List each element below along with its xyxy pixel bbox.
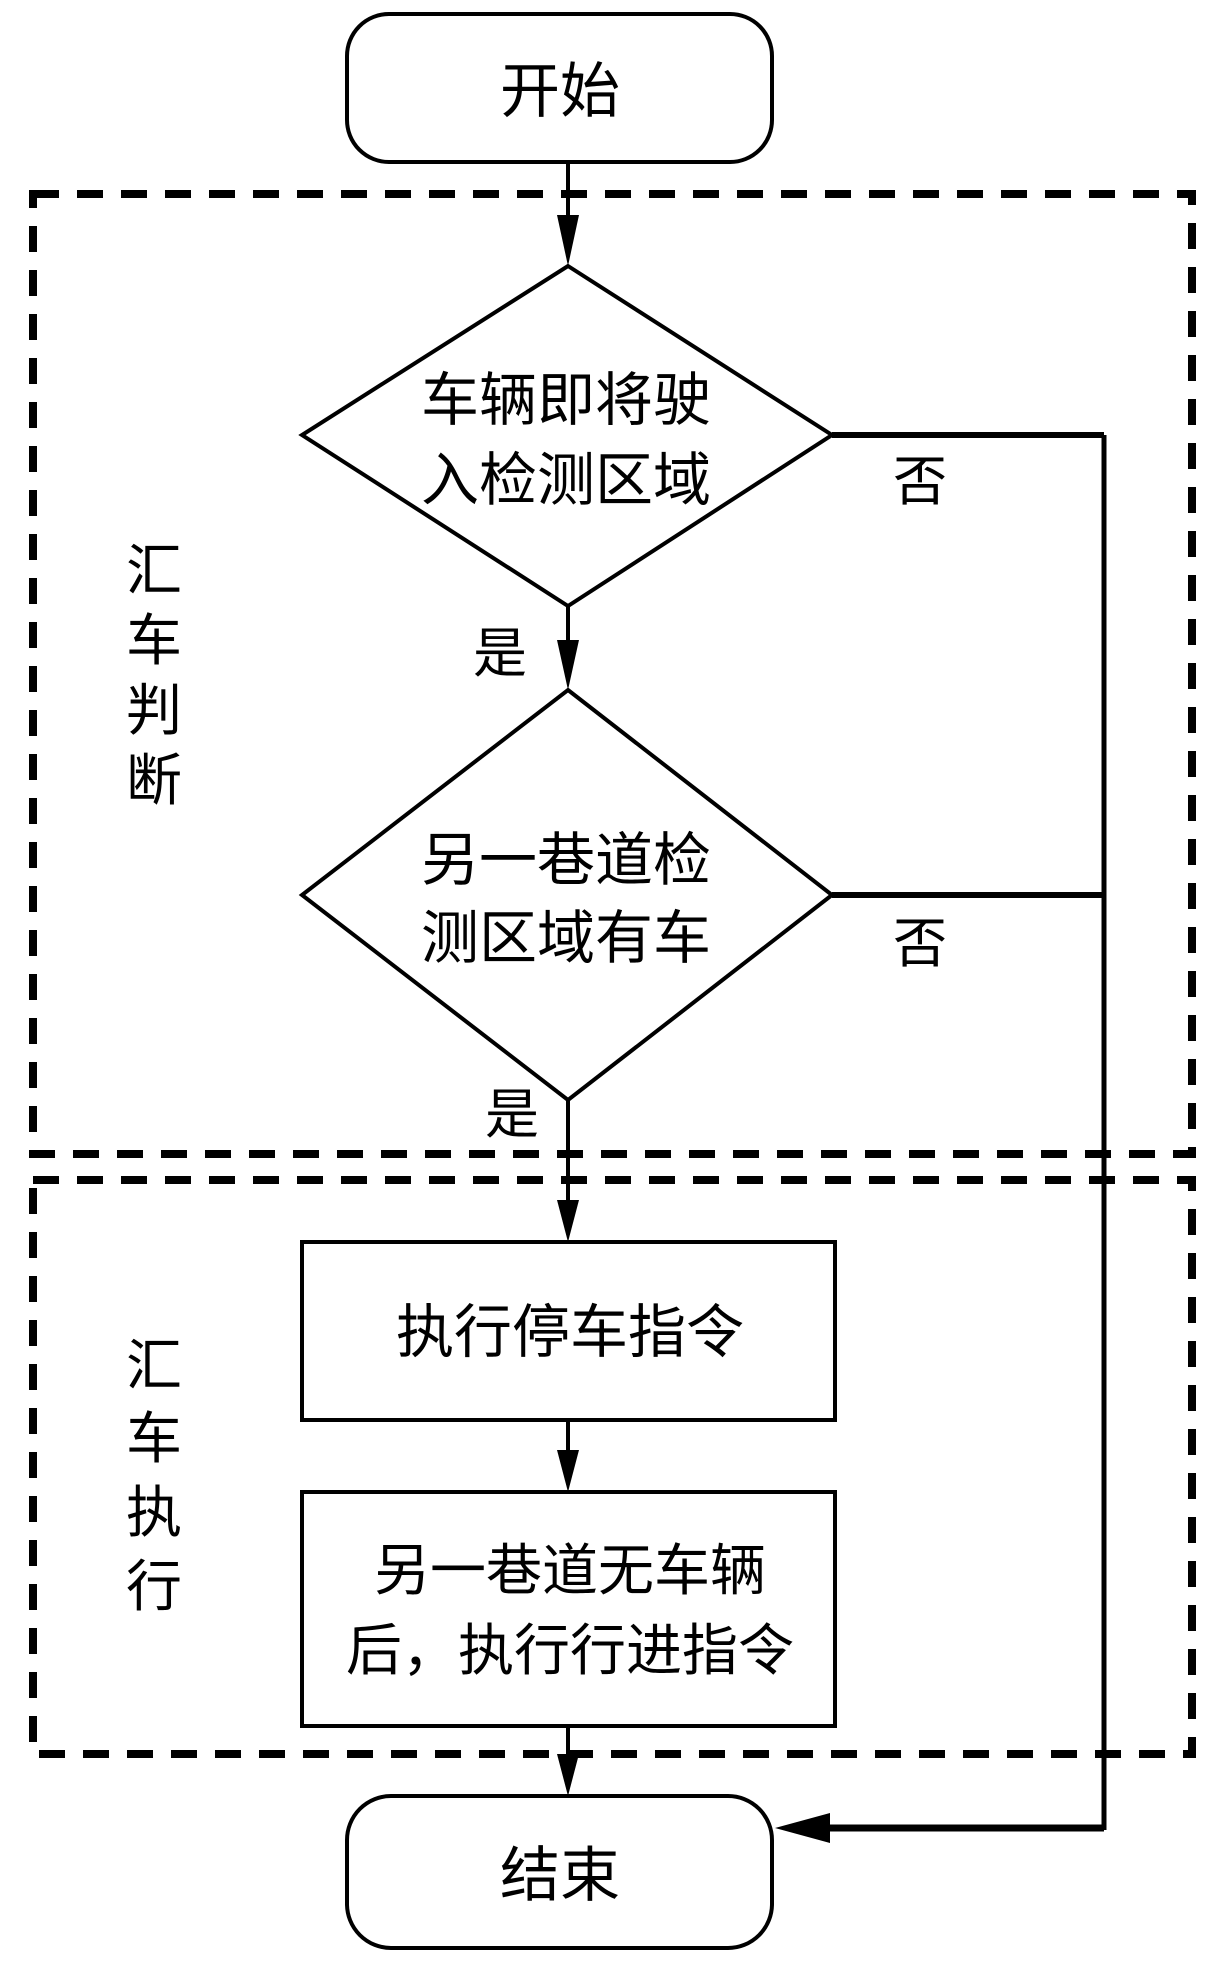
decision1-line1: 车辆即将驶 [421,366,711,434]
group-judge-char: 车 [126,609,182,674]
group-judge-char: 判 [126,679,182,744]
arrowhead-icon [557,1200,579,1242]
group-judge-char: 断 [126,749,182,814]
start-terminal [345,12,774,164]
start-label: 开始 [500,57,620,127]
group-execute-box [29,1176,1196,1758]
group-execute-char: 汇 [126,1334,182,1399]
d2-no-label: 否 [893,912,947,975]
decision2-line2: 测区域有车 [421,904,711,972]
decision2-line1: 另一巷道检 [421,826,711,894]
process1-label: 执行停车指令 [396,1298,744,1366]
process2-box [300,1490,837,1728]
arrowhead-icon [557,1450,579,1492]
process2-line1: 另一巷道无车辆 [374,1539,766,1604]
decision2-diamond [298,687,836,1103]
group-judge-char: 汇 [126,539,182,604]
process2-line2: 后，执行行进指令 [346,1619,794,1684]
group-execute-char: 行 [126,1555,182,1620]
arrowhead-icon [775,1813,830,1843]
decision1-diamond [298,263,836,609]
decision1-line2: 入检测区域 [421,446,711,514]
group-execute-char: 执 [126,1481,182,1546]
d1-yes-label: 是 [473,622,527,685]
arrowhead-icon [557,215,579,266]
d1-no-label: 否 [893,450,947,513]
group-judge-label: 汇 车 判 断 [126,539,182,814]
arrowhead-icon [557,1754,579,1796]
end-terminal [345,1794,774,1950]
arrowhead-icon [557,640,579,690]
group-judge-box [29,190,1196,1158]
group-execute-label: 汇 车 执 行 [126,1334,182,1620]
process1-box [300,1240,837,1422]
d2-yes-label: 是 [485,1083,539,1146]
group-execute-char: 车 [126,1407,182,1472]
end-label: 结束 [500,1841,620,1911]
